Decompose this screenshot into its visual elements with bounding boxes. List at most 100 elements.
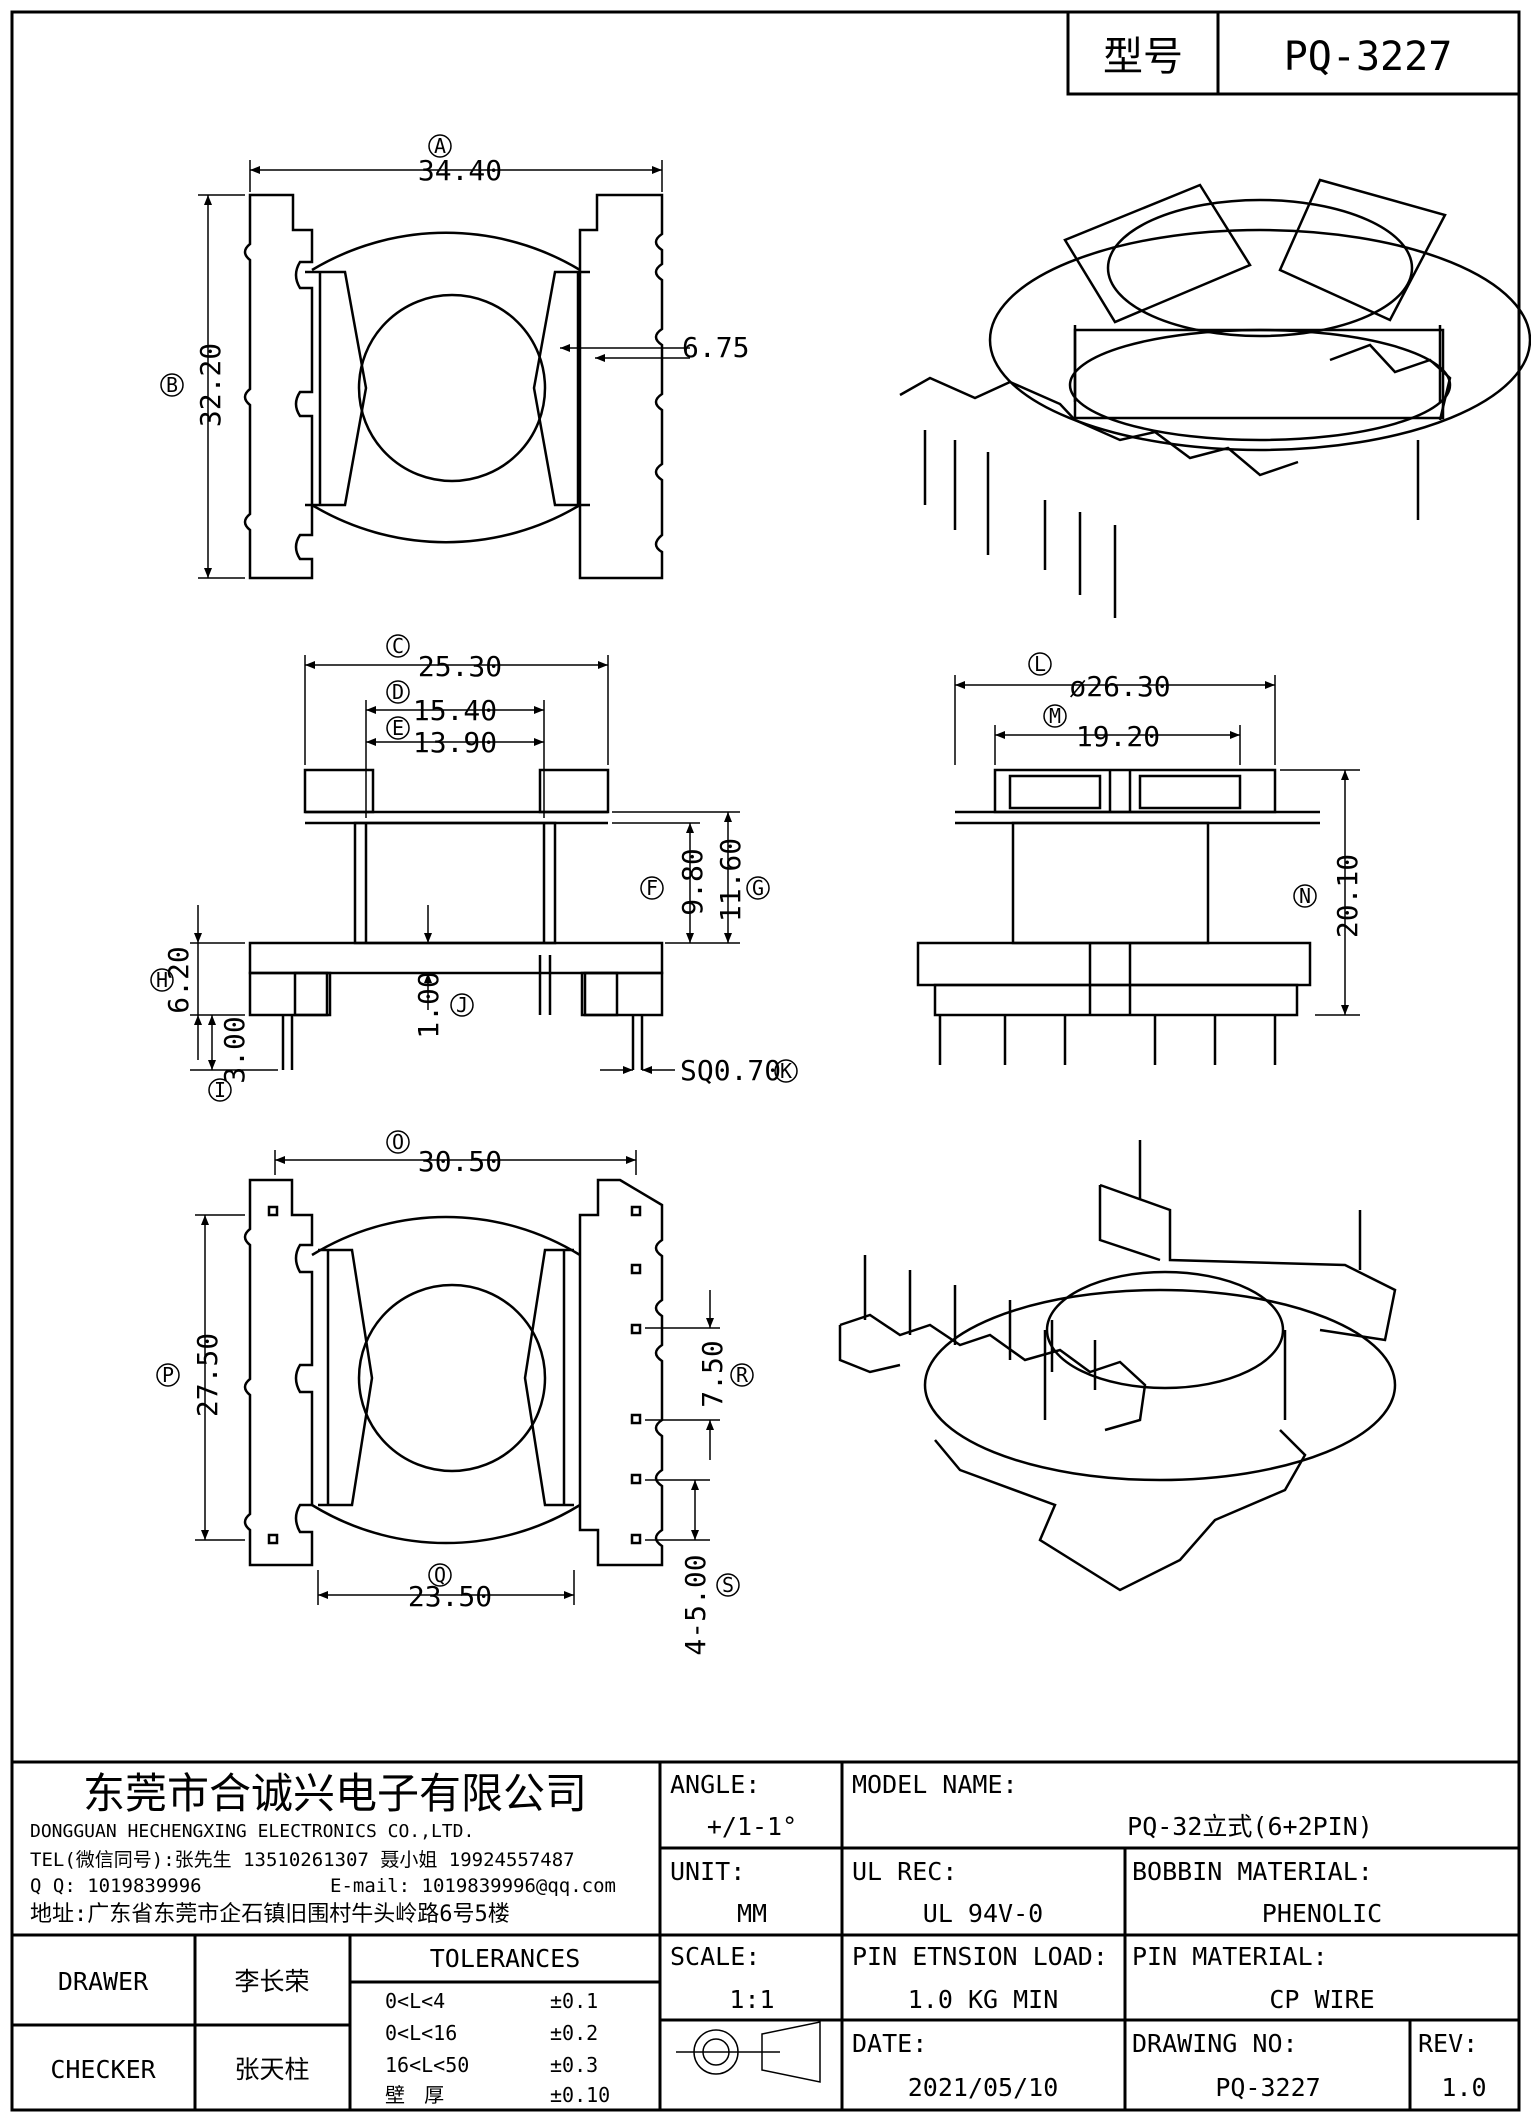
tag-h: H xyxy=(150,968,174,992)
svg-text:B: B xyxy=(166,373,178,397)
dim-q-text: 23.50 xyxy=(408,1580,492,1613)
dim-slot-text: 6.75 xyxy=(682,331,749,364)
tolerance-value: ±0.2 xyxy=(550,2021,598,2045)
drawer-label: DRAWER xyxy=(58,1967,149,1996)
company-name-cn: 东莞市合诚兴电子有限公司 xyxy=(83,1769,587,1818)
tag-f: F xyxy=(640,876,664,900)
svg-text:L: L xyxy=(1034,652,1046,676)
checker-name: 张天柱 xyxy=(234,2055,309,2084)
tag-c: C xyxy=(386,634,410,658)
svg-text:I: I xyxy=(214,1078,226,1102)
dim-l-text: ø26.30 xyxy=(1069,670,1170,703)
date-label: DATE: xyxy=(852,2029,927,2058)
svg-text:R: R xyxy=(736,1363,749,1387)
dim-g-text: 11.60 xyxy=(714,838,747,922)
tolerance-range: 0<L<4 xyxy=(385,1989,445,2013)
top-view-right-bar xyxy=(532,270,590,507)
svg-text:S: S xyxy=(722,1573,734,1597)
model-box-label: 型号 xyxy=(1103,34,1183,80)
tag-d: D xyxy=(386,680,410,704)
bobbin-material-label: BOBBIN MATERIAL: xyxy=(1132,1857,1373,1886)
pin-material-label: PIN MATERIAL: xyxy=(1132,1942,1328,1971)
svg-text:O: O xyxy=(392,1130,404,1154)
dim-h-text: 6.20 xyxy=(162,946,195,1013)
page-border xyxy=(10,10,1521,2112)
tolerance-value: ±0.3 xyxy=(550,2053,598,2077)
svg-text:N: N xyxy=(1299,884,1311,908)
svg-text:C: C xyxy=(392,634,404,658)
checker-label: CHECKER xyxy=(50,2055,156,2084)
scale-value: 1:1 xyxy=(729,1985,774,2014)
dim-c-text: 25.30 xyxy=(418,650,502,683)
svg-text:P: P xyxy=(162,1363,174,1387)
top-view-center-hole xyxy=(357,293,547,483)
rev-label: REV: xyxy=(1418,2029,1478,2058)
bottom-view xyxy=(243,1178,664,1567)
tag-e: E xyxy=(386,716,410,740)
model-name-label: MODEL NAME: xyxy=(852,1770,1018,1799)
dim-d-text: 15.40 xyxy=(413,694,497,727)
company-name-en: DONGGUAN HECHENGXING ELECTRONICS CO.,LTD… xyxy=(30,1821,474,1842)
dim-n-text: 20.10 xyxy=(1331,854,1364,938)
top-view xyxy=(243,193,664,580)
iso-view-top xyxy=(899,178,1531,618)
drawer-name: 李长荣 xyxy=(234,1967,309,1996)
dim-k-text: SQ0.70 xyxy=(680,1054,781,1087)
dim-b-text: 32.20 xyxy=(194,343,227,427)
svg-text:J: J xyxy=(456,993,468,1017)
tolerance-range: 16<L<50 xyxy=(385,2053,469,2077)
tag-p: P xyxy=(156,1363,180,1387)
svg-text:D: D xyxy=(392,680,404,704)
bobbin-material-value: PHENOLIC xyxy=(1262,1899,1382,1928)
tag-g: G xyxy=(746,876,770,900)
top-view-dims xyxy=(198,160,690,579)
dim-i-text: 3.00 xyxy=(218,1016,251,1083)
bottom-view-dims xyxy=(195,1150,720,1605)
tolerance-rows: 0<L<4 ±0.1 0<L<16 ±0.2 16<L<50 ±0.3 壁 厚 … xyxy=(385,1989,610,2107)
tag-a: A xyxy=(428,134,452,158)
dim-a-text: 34.40 xyxy=(418,154,502,187)
scale-label: SCALE: xyxy=(670,1942,760,1971)
model-box-value: PQ-3227 xyxy=(1284,34,1453,80)
company-qq: Q Q: 1019839996 xyxy=(30,1875,202,1897)
tag-i: I xyxy=(208,1078,232,1102)
dim-f-text: 9.80 xyxy=(676,848,709,915)
svg-text:K: K xyxy=(780,1059,792,1083)
drawing-no-label: DRAWING NO: xyxy=(1132,2029,1298,2058)
ul-label: UL REC: xyxy=(852,1857,957,1886)
ul-value: UL 94V-0 xyxy=(923,1899,1043,1928)
svg-text:A: A xyxy=(434,134,446,158)
title-block-grid xyxy=(12,1760,1519,2110)
dim-j-text: 1.00 xyxy=(412,971,445,1038)
dim-s-text: 4-5.00 xyxy=(679,1554,712,1655)
top-view-right-comb xyxy=(578,193,664,580)
company-tel: TEL(微信同号):张先生 13510261307 聂小姐 1992455748… xyxy=(30,1849,575,1871)
rev-value: 1.0 xyxy=(1441,2073,1486,2102)
tag-m: M xyxy=(1043,704,1067,728)
model-name-value: PQ-32立式(6+2PIN) xyxy=(1127,1812,1373,1841)
svg-text:F: F xyxy=(646,876,658,900)
company-email: E-mail: 1019839996@qq.com xyxy=(330,1875,616,1897)
front-view xyxy=(248,768,664,1070)
unit-label: UNIT: xyxy=(670,1857,745,1886)
tag-r: R xyxy=(730,1363,754,1387)
dim-o-text: 30.50 xyxy=(418,1145,502,1178)
bottom-view-right-comb xyxy=(578,1178,664,1567)
tag-b: B xyxy=(160,373,184,397)
tag-q: Q xyxy=(428,1563,452,1587)
tolerance-range: 0<L<16 xyxy=(385,2021,457,2045)
tolerance-range: 壁 厚 xyxy=(385,2083,444,2107)
angle-label: ANGLE: xyxy=(670,1770,760,1799)
front-view-dims xyxy=(190,655,740,1074)
top-view-left-comb xyxy=(243,193,314,580)
tolerances-title: TOLERANCES xyxy=(430,1944,581,1973)
top-view-flange xyxy=(311,231,581,544)
svg-text:Q: Q xyxy=(434,1563,446,1587)
tag-s: S xyxy=(716,1573,740,1597)
dim-p-text: 27.50 xyxy=(191,1333,224,1417)
top-view-left-bar xyxy=(305,270,368,507)
unit-value: MM xyxy=(737,1899,767,1928)
pin-load-label: PIN ETNSION LOAD: xyxy=(852,1942,1108,1971)
date-value: 2021/05/10 xyxy=(908,2073,1059,2102)
